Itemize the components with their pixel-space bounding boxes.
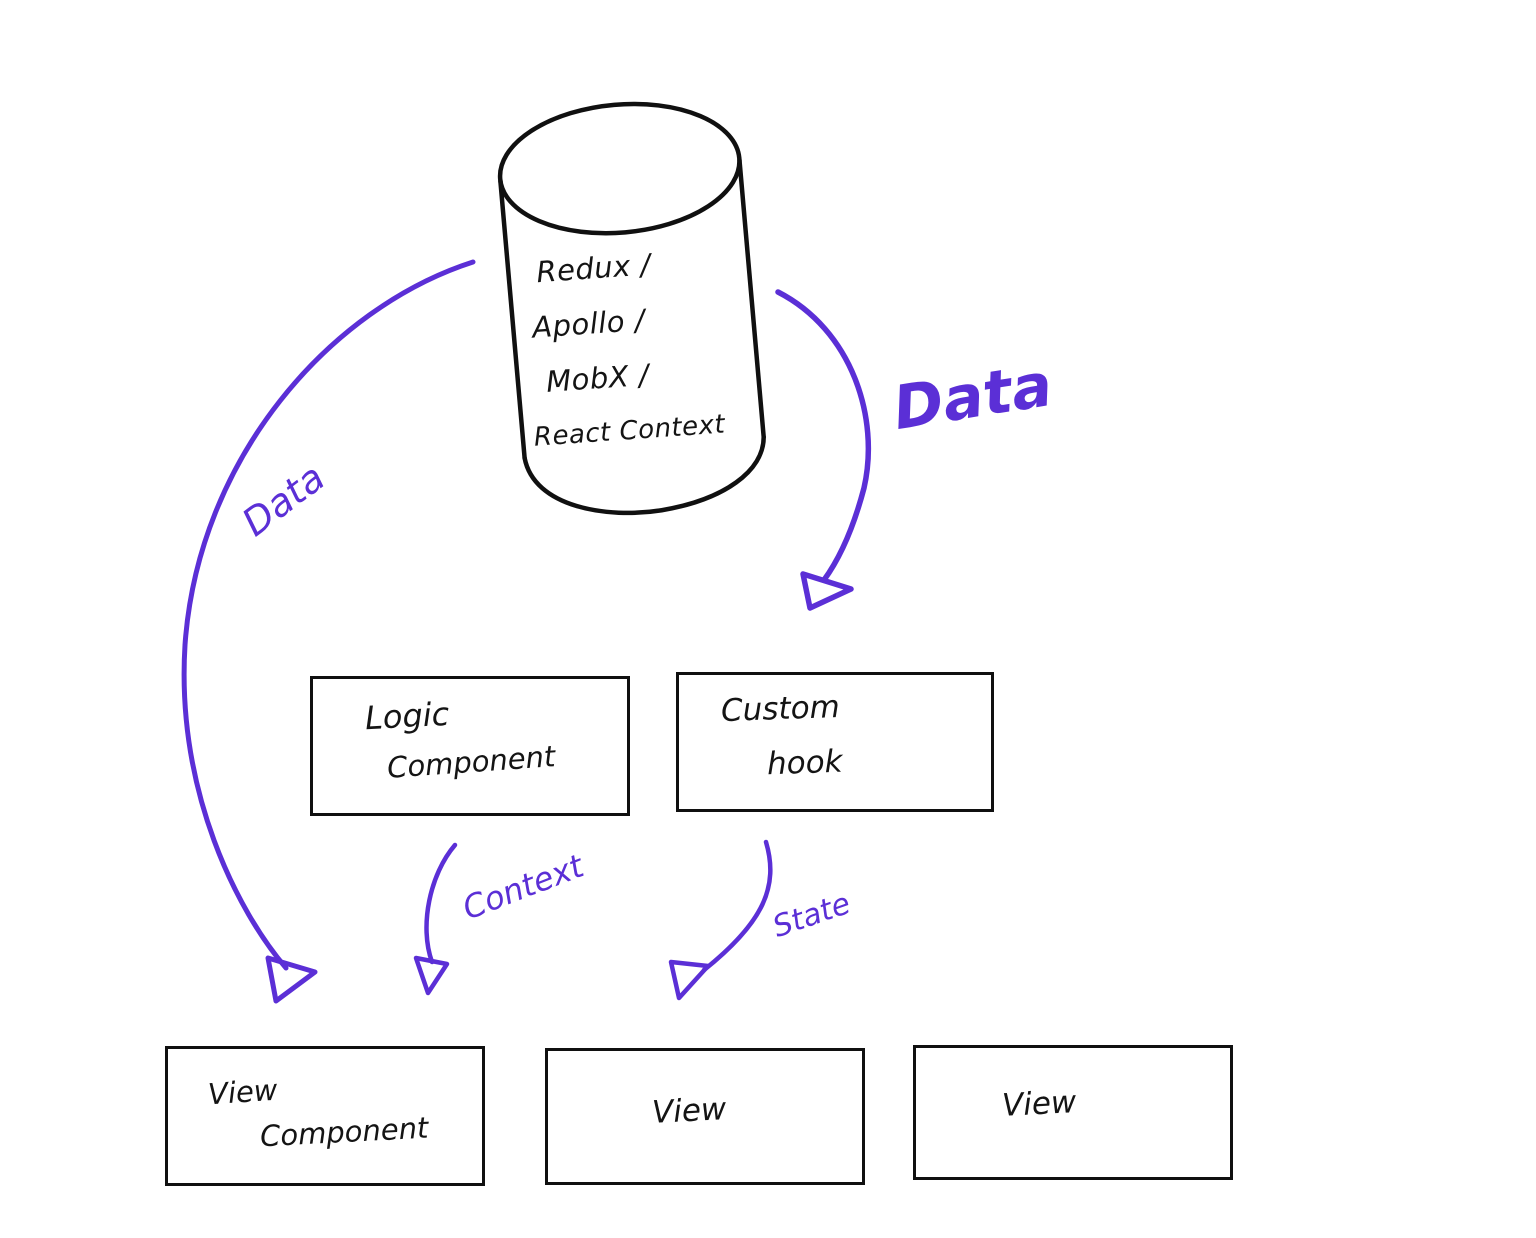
logic-component-box: Logic Component bbox=[310, 676, 630, 816]
view-component-box: View Component bbox=[165, 1046, 485, 1186]
data-arrow-right bbox=[775, 289, 872, 611]
logic-component-label-line1: Logic bbox=[364, 694, 451, 738]
context-arrow bbox=[413, 842, 458, 996]
store-cylinder-shape bbox=[497, 101, 766, 516]
custom-hook-label-line2: hook bbox=[766, 743, 844, 783]
state-arrow bbox=[668, 839, 773, 1001]
view-component-label-line1: View bbox=[206, 1072, 279, 1112]
custom-hook-box: Custom hook bbox=[676, 672, 994, 812]
custom-hook-label-line1: Custom bbox=[720, 688, 841, 730]
store-label: Redux / Apollo / MobX / React Context bbox=[521, 230, 766, 466]
view-box-middle-label: View bbox=[651, 1091, 728, 1131]
logic-component-label-line2: Component bbox=[386, 739, 557, 785]
data-arrow-left bbox=[181, 259, 476, 1004]
view-box-middle: View bbox=[545, 1048, 865, 1185]
view-box-right-label: View bbox=[1001, 1084, 1078, 1124]
view-box-right: View bbox=[913, 1045, 1233, 1180]
view-component-label-line2: Component bbox=[259, 1110, 430, 1154]
